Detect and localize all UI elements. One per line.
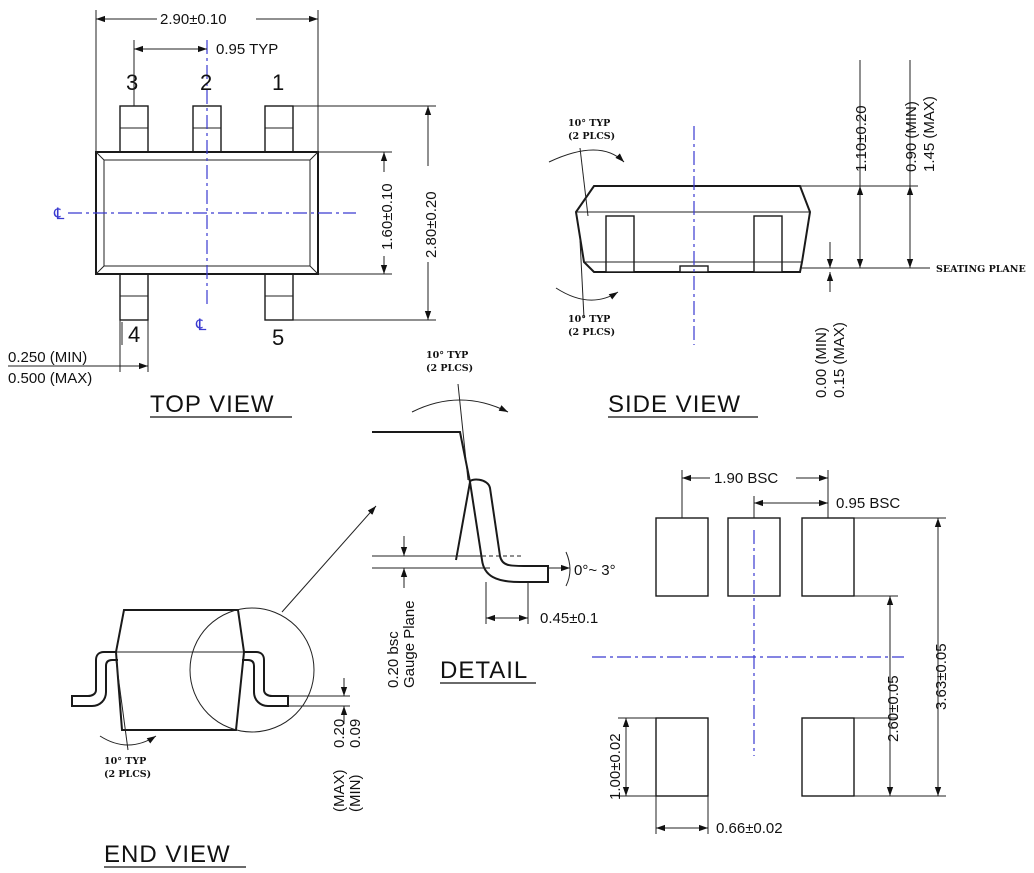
side-view-title: SIDE VIEW <box>608 391 741 418</box>
dim-standoff-max: 0.15 (MAX) <box>831 322 848 398</box>
top-view-pin-4 <box>119 273 149 321</box>
footprint-pad-4 <box>655 717 709 797</box>
end-lead-thk-min: 0.09 <box>347 719 364 748</box>
detail-magnifier-circle <box>189 607 315 733</box>
top-view-pin-3 <box>119 105 149 153</box>
dim-fp-pitch-095: 0.95 BSC <box>836 495 900 512</box>
centerline-symbol-horizontal: ℄ <box>53 206 65 223</box>
detail-title: DETAIL <box>440 657 528 684</box>
side-angle-plcs-bottom: (2 PLCS) <box>568 327 615 338</box>
pin-label-3: 3 <box>126 70 138 95</box>
top-view: ℄ ℄ 3 2 1 4 5 2.90±0.10 0.95 TYP 1.60±0.… <box>8 10 440 418</box>
pin-label-1: 1 <box>272 70 284 95</box>
end-view: 10° TYP (2 PLCS) (MAX) 0.20 (MIN) 0.09 E… <box>71 505 377 868</box>
dim-side-body-min: 0.90 (MIN) <box>903 101 920 172</box>
dim-fp-span-363: 3.63±0.05 <box>933 643 950 710</box>
dim-lead-width-max: 0.500 (MAX) <box>8 370 92 387</box>
end-angle-typ: 10° TYP <box>104 756 146 767</box>
detail-lead-angle: 0°~ 3° <box>574 562 616 579</box>
dim-side-height: 1.10±0.20 <box>853 105 870 172</box>
pin-label-2: 2 <box>200 70 212 95</box>
dim-lead-width-min: 0.250 (MIN) <box>8 349 87 366</box>
footprint-view: 1.90 BSC 0.95 BSC 3.63±0.05 2.60±0.05 1.… <box>592 470 950 837</box>
footprint-pad-1 <box>801 517 855 597</box>
end-view-body <box>114 609 246 731</box>
top-view-title: TOP VIEW <box>150 391 274 418</box>
end-lead-thk-max-unit: (MAX) <box>331 770 348 813</box>
dim-fp-pad-len: 1.00±0.02 <box>607 733 624 800</box>
top-view-pin-1 <box>264 105 294 153</box>
pin-label-5: 5 <box>272 325 284 350</box>
top-view-pin-5 <box>264 273 294 321</box>
side-angle-typ-bottom: 10° TYP <box>568 314 610 325</box>
dim-body-width: 2.90±0.10 <box>160 11 227 28</box>
dim-fp-span-260: 2.60±0.05 <box>885 675 902 742</box>
detail-angle-typ: 10° TYP <box>426 350 468 361</box>
side-angle-plcs-top: (2 PLCS) <box>568 131 615 142</box>
dim-side-body-max: 1.45 (MAX) <box>921 96 938 172</box>
dim-body-height: 1.60±0.10 <box>379 183 396 250</box>
seating-plane-label: SEATING PLANE <box>936 264 1026 275</box>
end-view-title: END VIEW <box>104 841 231 868</box>
dim-fp-pad-w: 0.66±0.02 <box>716 820 783 837</box>
detail-view: 10° TYP (2 PLCS) 0°~ 3° 0.45±0.1 0.20 bs… <box>372 350 616 688</box>
detail-foot-length: 0.45±0.1 <box>540 610 598 627</box>
dim-standoff-min: 0.00 (MIN) <box>813 327 830 398</box>
footprint-pad-5 <box>801 717 855 797</box>
pin-label-4: 4 <box>128 322 140 347</box>
side-view: 10° TYP (2 PLCS) 10° TYP (2 PLCS) SEATIN… <box>548 60 1026 418</box>
side-view-lead-right <box>753 215 783 273</box>
dim-overall-height: 2.80±0.20 <box>423 191 440 258</box>
side-view-body <box>574 185 812 273</box>
end-lead-thk-min-unit: (MIN) <box>347 775 364 813</box>
side-angle-typ-top: 10° TYP <box>568 118 610 129</box>
side-view-lead-left <box>605 215 635 273</box>
detail-gauge-bsc: 0.20 bsc <box>385 631 402 688</box>
footprint-pad-3 <box>655 517 709 597</box>
centerline-symbol-vertical: ℄ <box>195 317 207 334</box>
end-angle-plcs: (2 PLCS) <box>104 769 151 780</box>
end-lead-thk-max: 0.20 <box>331 719 348 748</box>
dim-pitch-typ: 0.95 TYP <box>216 41 278 58</box>
detail-angle-plcs: (2 PLCS) <box>426 363 473 374</box>
dim-fp-pitch-190: 1.90 BSC <box>714 470 778 487</box>
detail-gauge-plane: Gauge Plane <box>401 600 418 688</box>
